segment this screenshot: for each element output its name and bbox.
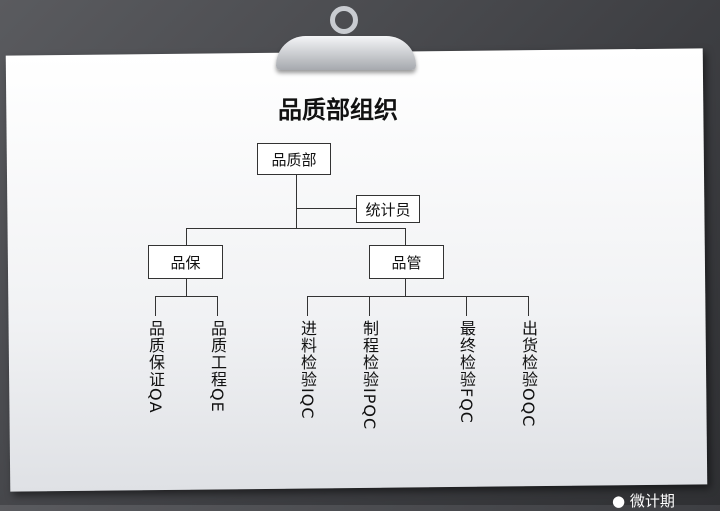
leaf-oqc: 出货检验OQC	[519, 320, 538, 428]
binder-clip-icon	[276, 36, 416, 70]
connector	[296, 208, 356, 209]
leaf-ipqc: 制程检验IPQC	[360, 320, 379, 431]
connector	[466, 296, 467, 316]
connector	[186, 228, 187, 245]
connector	[155, 296, 156, 316]
node-statistician: 统计员	[356, 195, 420, 223]
connector	[186, 279, 187, 296]
connector	[307, 296, 308, 316]
node-qa-group: 品保	[148, 245, 223, 279]
connector	[186, 228, 406, 229]
page-title: 品质部组织	[278, 96, 398, 124]
leaf-qe: 品质工程QE	[208, 320, 227, 413]
watermark: ● 微计期	[612, 490, 675, 511]
connector	[528, 296, 529, 316]
leaf-qa: 品质保证QA	[146, 320, 165, 414]
node-quality-dept: 品质部	[257, 143, 331, 175]
connector	[405, 279, 406, 296]
connector	[307, 296, 529, 297]
wechat-icon: ●	[612, 492, 626, 510]
connector	[369, 296, 370, 316]
connector	[296, 175, 297, 228]
leaf-fqc: 最终检验FQC	[457, 320, 476, 424]
node-qc-group: 品管	[369, 245, 444, 279]
watermark-text: 微计期	[629, 492, 675, 510]
leaf-iqc: 进料检验IQC	[298, 320, 317, 420]
connector	[217, 296, 218, 316]
connector	[155, 296, 217, 297]
connector	[405, 228, 406, 245]
clip-ring-icon	[330, 6, 358, 34]
